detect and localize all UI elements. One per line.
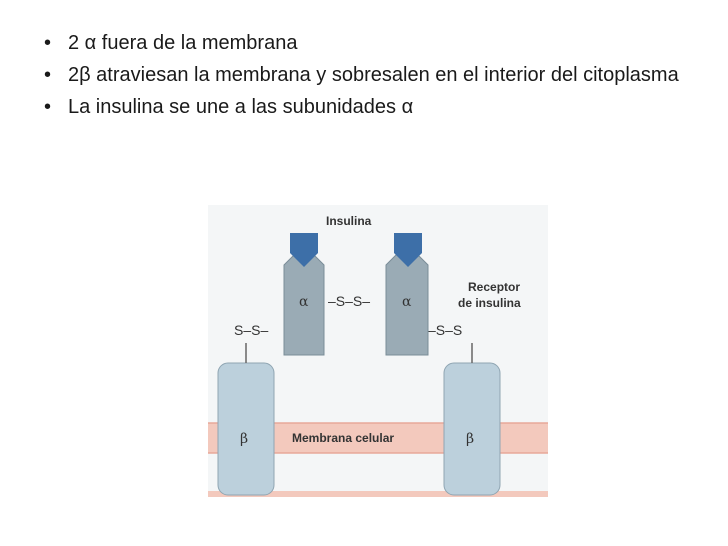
receptor-label-line1: Receptor [468, 280, 520, 294]
bullet-item: • La insulina se une a las subunidades α [40, 94, 680, 120]
bullet-marker: • [44, 32, 52, 54]
bullet-item: • 2 α fuera de la membrana [40, 30, 680, 56]
membrane-label: Membrana celular [292, 431, 394, 445]
bullet-text: 2β atraviesan la membrana y sobresalen e… [68, 64, 679, 86]
beta-subunit-right [443, 362, 501, 496]
bullet-item: • 2β atraviesan la membrana y sobresalen… [40, 62, 680, 88]
alpha-symbol-right: α [402, 294, 412, 310]
alpha-symbol-left: α [299, 294, 309, 310]
bullet-text: 2 α fuera de la membrana [68, 32, 298, 54]
receptor-label-line2: de insulina [458, 296, 521, 310]
diagram-canvas: β β Membrana celular S–S– –S–S α α –S–S–… [208, 205, 548, 497]
insulin-marker-left [290, 233, 318, 267]
bullet-marker: • [44, 96, 52, 118]
insulin-label: Insulina [326, 214, 372, 228]
bullet-text: La insulina se une a las subunidades α [68, 96, 414, 118]
alpha-alpha-disulfide-bond: –S–S– [328, 293, 370, 309]
beta-symbol-left: β [240, 431, 248, 447]
right-disulfide-bond: –S–S [428, 322, 462, 338]
insulin-receptor-diagram: β β Membrana celular S–S– –S–S α α –S–S–… [200, 205, 560, 500]
bullet-marker: • [44, 64, 52, 86]
membrane-bottom-strip [208, 491, 548, 497]
bullet-list: • 2 α fuera de la membrana • 2β atravies… [40, 30, 680, 126]
insulin-marker-right [394, 233, 422, 267]
beta-symbol-right: β [466, 431, 474, 447]
beta-subunit-left [217, 362, 275, 496]
left-disulfide-bond: S–S– [234, 322, 268, 338]
